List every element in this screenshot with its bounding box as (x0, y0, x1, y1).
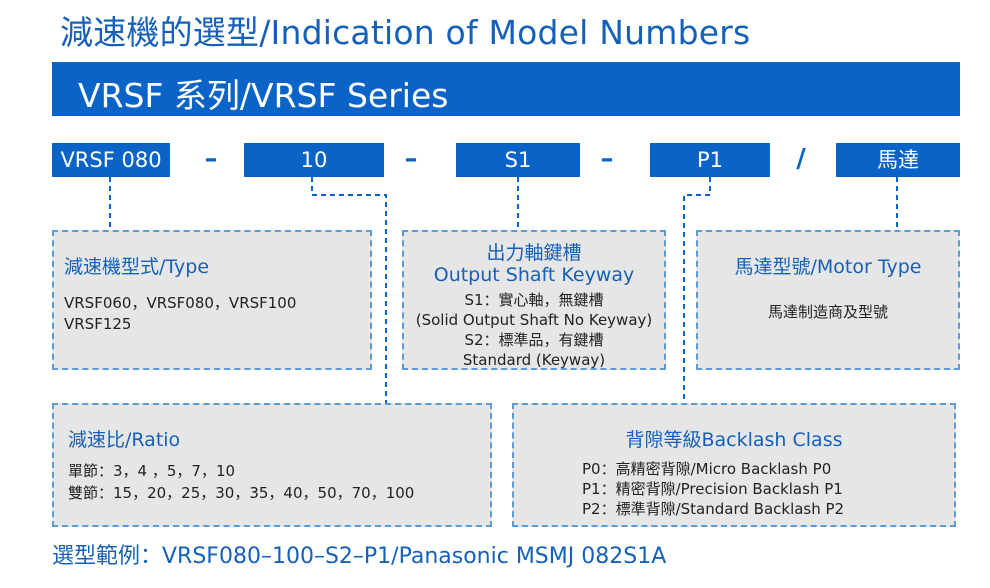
panel-shaft-line-1: S1：實心軸，無鍵槽 (464, 291, 604, 309)
code-separator-3: – (600, 144, 614, 174)
connector-backlash (683, 177, 711, 403)
panel-backlash-title: 背隙等級Backlash Class (625, 429, 843, 451)
panel-backlash-line-3: P2：標準背隙/Standard Backlash P2 (582, 500, 845, 518)
panel-type-line-1: VRSF060，VRSF080，VRSF100 (64, 294, 297, 312)
panel-ratio-title: 減速比/Ratio (68, 429, 181, 451)
panel-shaft-title-zh: 出力軸鍵槽 (486, 242, 582, 264)
panel-motor-title: 馬達型號/Motor Type (734, 256, 922, 278)
code-ratio-box: 10 (244, 143, 384, 177)
code-model-box: VRSF 080 (52, 143, 170, 177)
page-title: 減速機的選型/Indication of Model Numbers (60, 13, 751, 52)
panel-shaft-title-en: Output Shaft Keyway (433, 264, 635, 286)
series-banner: VRSF 系列/VRSF Series (52, 62, 960, 116)
series-banner-label: VRSF 系列/VRSF Series (78, 76, 449, 115)
code-backlash-box: P1 (650, 143, 770, 177)
panel-backlash: 背隙等級Backlash Class P0：高精密背隙/Micro Backla… (512, 403, 956, 527)
panel-type-line-2: VRSF125 (64, 315, 132, 333)
panel-type: 減速機型式/Type VRSF060，VRSF080，VRSF100 VRSF1… (52, 230, 372, 370)
code-separator-slash: / (796, 144, 806, 174)
panel-backlash-line-2: P1：精密背隙/Precision Backlash P1 (582, 480, 843, 498)
panel-shaft-keyway: 出力軸鍵槽 Output Shaft Keyway S1：實心軸，無鍵槽 (So… (402, 230, 666, 370)
code-separator-1: – (204, 144, 218, 174)
panel-motor-line-1: 馬達制造商及型號 (767, 303, 888, 321)
panel-shaft-line-2: (Solid Output Shaft No Keyway) (415, 311, 653, 329)
panel-type-title: 減速機型式/Type (64, 256, 210, 278)
panel-ratio-line-2: 雙節：15，20，25，30，35，40，50，70，100 (68, 484, 415, 502)
panel-ratio: 減速比/Ratio 單節：3，4 ，5，7，10 雙節：15，20，25，30，… (52, 403, 492, 527)
panel-backlash-line-1: P0：高精密背隙/Micro Backlash P0 (582, 460, 832, 478)
code-motor-box: 馬達 (836, 143, 960, 177)
panel-shaft-line-4: Standard (Keyway) (462, 351, 606, 369)
panel-motor-type: 馬達型號/Motor Type 馬達制造商及型號 (696, 230, 960, 370)
selection-example: 選型範例：VRSF080–100–S2–P1/Panasonic MSMJ 08… (52, 544, 667, 569)
panel-ratio-line-1: 單節：3，4 ，5，7，10 (68, 462, 236, 480)
code-separator-2: – (404, 144, 418, 174)
code-shaft-box: S1 (456, 143, 580, 177)
connector-ratio (311, 177, 387, 403)
panel-shaft-line-3: S2：標準品，有鍵槽 (464, 331, 604, 349)
